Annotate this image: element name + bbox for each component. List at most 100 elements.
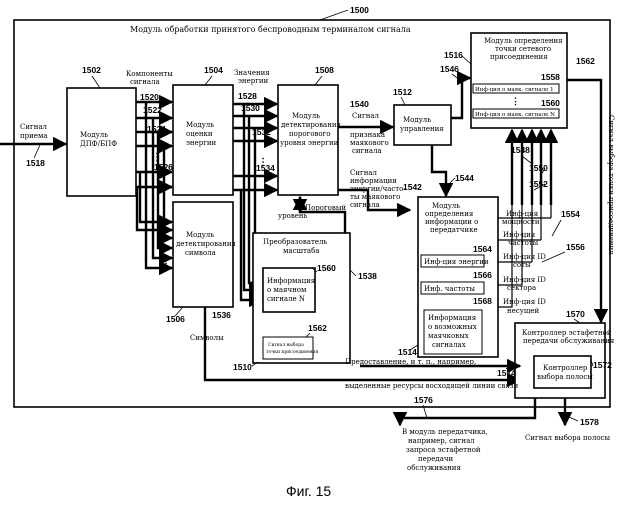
sector-id-ref: 1554 [561,209,580,219]
beacon-select-label-1: Сигнал выбора [268,341,304,348]
attach-label-1: Модуль определения [484,37,563,45]
band-label-1: Контроллер [543,364,588,372]
handoff-in-ref: 1562 [576,56,595,66]
beacon-flag-label-2: признака [350,131,385,139]
power-info-label-2: мощности [502,218,540,226]
threshold-ref: 1508 [315,65,334,75]
energy-freq-label-2: информации [350,177,397,185]
threshold-level-label-1: Пороговый [305,204,346,212]
attach-ellipsis: ⋮ [511,96,520,107]
beacon-flag-label-4: сигнала [352,147,382,155]
ellipsis-dots-2: ⋮ [161,262,171,273]
energy-info-ref: 1564 [473,244,492,254]
beacon-info-ref: 1560 [317,263,336,273]
tx-info-label-1: Модуль [432,202,460,210]
beacon-info-label-3: сигнале N [267,295,305,303]
outer-title: Модуль обработки принятого беспроводным … [130,25,411,34]
threshold-label-1: Модуль [292,112,320,120]
sector-id-label-2: сектора [507,284,536,292]
possible-info-label-1: Информация [428,314,477,322]
beacon-select-label-2: точки присоединения [266,350,319,355]
threshold-level-label-2: уровень [278,212,308,220]
to-tx-module-label-2: например, сигнал [408,437,475,445]
threshold-label-2: детектирования [281,121,342,129]
power-info-label-1: Инф-ция [506,210,539,218]
symbols-ref: 1536 [212,310,231,320]
possible-info-label-4: сигналах [432,341,466,349]
sector-id-label-1: Инф-ция ID [503,276,546,284]
carrier-id-label-2: несущей [507,307,539,315]
energy-info-label: Инф-ция энергии [424,258,489,266]
to-tx-module-label-4: передачи [418,455,454,463]
energy-freq-label-4: ты маякового [350,193,400,201]
dft-label-1: Модуль [80,131,108,139]
figure-caption: Фиг. 15 [286,483,331,499]
energy-freq-label-3: энергии/часто- [350,185,406,193]
rx-signal-ref: 1518 [26,158,45,168]
attach-item-1-ref: 1558 [541,72,560,82]
outer-ref: 1500 [350,5,369,15]
energy-ref: 1504 [204,65,223,75]
control-label-2: управления [400,125,444,133]
beacon-select-ref: 1562 [308,323,327,333]
band-select-ref: 1578 [580,417,599,427]
components-label-1: Компоненты [126,70,173,78]
freq-sig-ref: 1550 [529,163,548,173]
outer-ref-leader [320,10,348,20]
band-module [534,356,591,388]
component-ref-1520: 1520 [140,92,159,102]
beacon-flag-ref: 1540 [350,99,369,109]
uplink-ref: 1574 [497,368,516,378]
tx-info-label-3: информации о [425,218,478,226]
attach-item-2-ref: 1560 [541,98,560,108]
attach-ref: 1516 [444,50,463,60]
handoff-label-2: передачи обслуживания [523,337,615,345]
handoff-label-1: Контроллер эстафетной [522,329,612,337]
energy-label-2: оценки [186,130,213,138]
control-label-1: Модуль [403,116,431,124]
energy-freq-ref: 1542 [403,182,422,192]
symbols-label: Символы [190,334,224,342]
energy-ref-1528: 1528 [238,91,257,101]
to-tx-module-label-3: запроса эстафетной [406,446,481,454]
control-out-ref: 1546 [440,64,459,74]
rx-signal-label-2: приема [20,132,48,140]
attach-label-3: присоединения [490,53,548,61]
attach-item-1-label: Инф-ция о маяк. сигнале 1 [475,86,554,93]
symbol-label-3: символа [185,249,216,257]
beacon-select-box [263,337,313,359]
symbol-label-2: детектирования [176,240,237,248]
band-select-leader [567,416,578,421]
to-tx-module-label-1: В модуль передатчика, [402,428,488,436]
band-label-2: выбора полосы [537,373,593,381]
ellipsis-dots-3: ⋮ [258,157,268,168]
energy-label-1: Модуль [186,121,214,129]
beacon-flag-label-3: маякового [350,139,389,147]
energy-values-label-2: энергии [238,77,269,85]
uplink-label-1: Предоставление, и т. п., например, [345,358,476,366]
energy-label-3: энергии [186,139,217,147]
dft-ref: 1502 [82,65,101,75]
attach-label-2: точки сетевого [495,45,551,53]
handoff-ref: 1570 [566,309,585,319]
possible-info-label-2: о возможных [428,323,477,331]
access-point-select-label: Сигнал выбора точки присоединения [607,115,615,255]
symbol-label-1: Модуль [186,231,214,239]
tx-info-label-4: передатчике [430,226,478,234]
beacon-flag-label-1: Сигнал [352,112,380,120]
freq-info-ref: 1566 [473,270,492,280]
scale-label-1: Преобразователь [263,238,327,246]
tx-in-ref: 1544 [455,173,474,183]
uplink-label-2: выделенные ресурсы восходящей линии связ… [345,382,519,390]
threshold-label-4: уровня энергии [280,139,339,147]
carrier-id-ref: 1556 [566,242,585,252]
energy-freq-label-1: Сигнал [350,169,378,177]
ellipsis-dots-1: ⋮ [152,152,162,163]
power-info-ref: 1548 [511,145,530,155]
scale-ref-1538: 1538 [358,271,377,281]
possible-info-ref: 1568 [473,296,492,306]
to-tx-module-ref: 1576 [414,395,433,405]
components-label-2: сигнала [130,78,160,86]
